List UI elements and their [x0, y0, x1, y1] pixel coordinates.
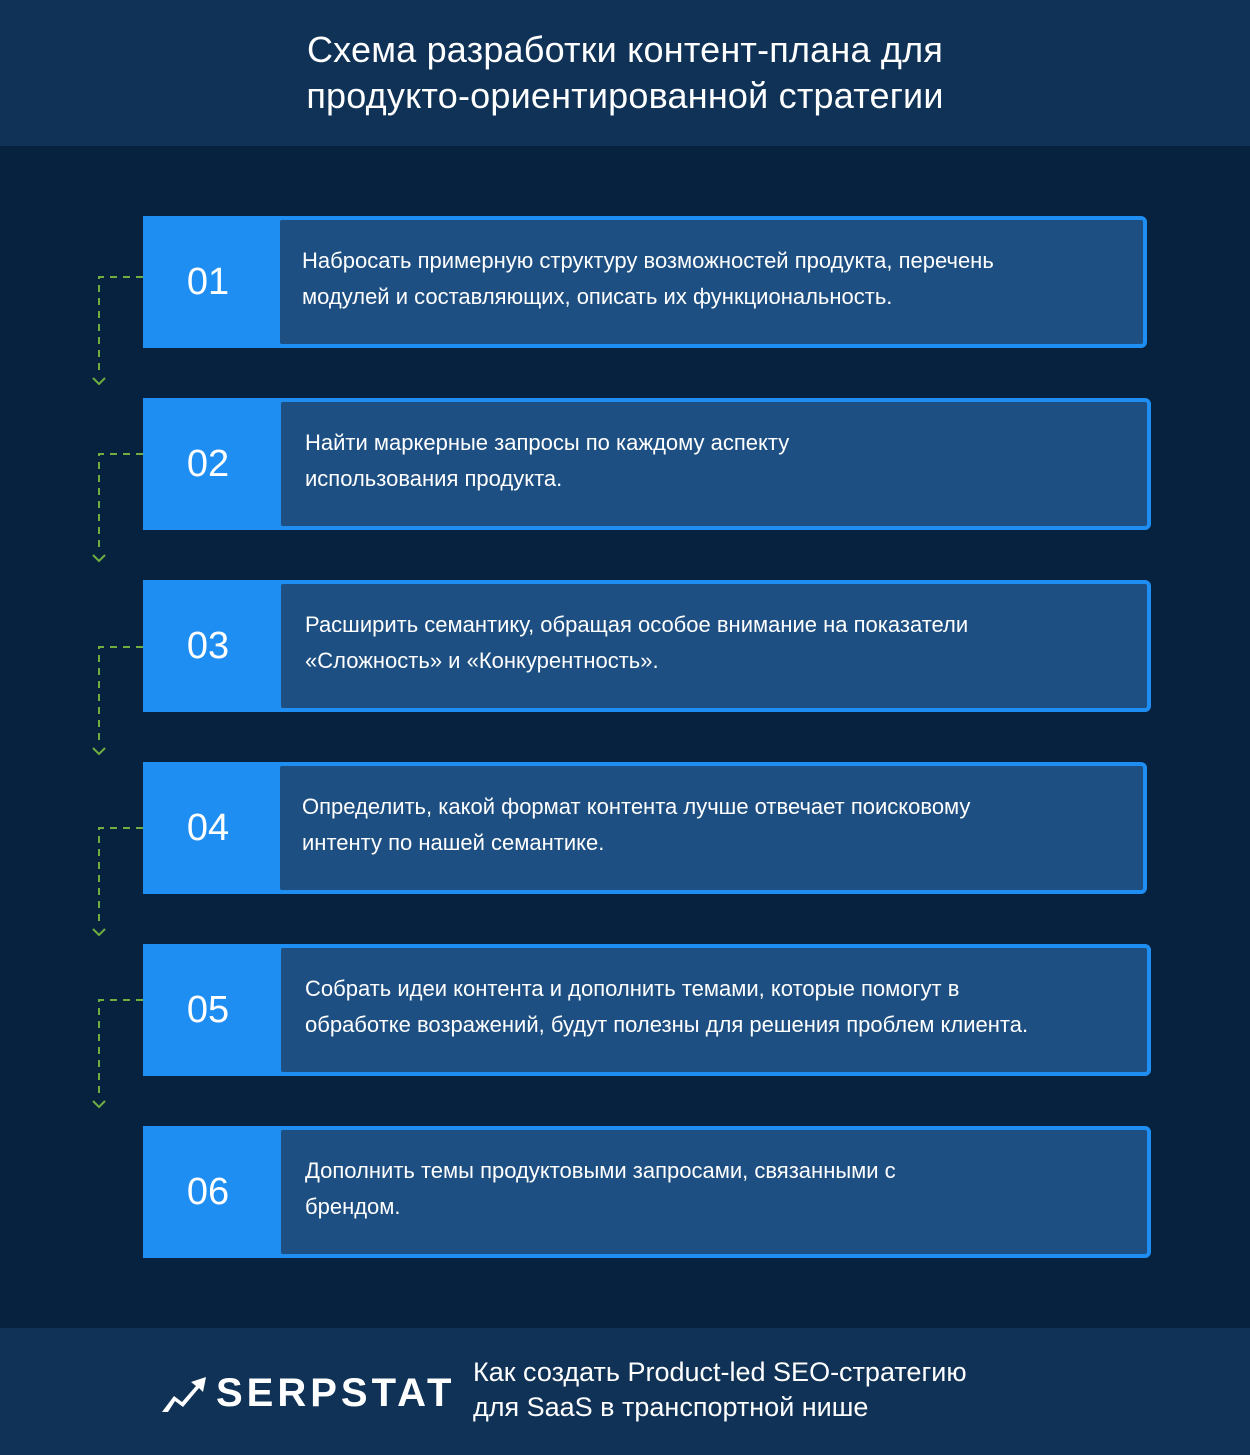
footer: SERPSTAT Как создать Product-led SEO-стр…: [0, 1328, 1250, 1455]
page-title-line2: продукто-ориентированной стратегии: [306, 75, 944, 116]
step-number: 04: [143, 762, 283, 894]
step-number: 05: [143, 944, 283, 1076]
footer-caption-line1: Как создать Product-led SEO-стратегию: [473, 1357, 967, 1387]
step-text-line1: Найти маркерные запросы по каждому аспек…: [305, 430, 790, 455]
serpstat-logo: SERPSTAT: [162, 1371, 455, 1415]
connector-1-2: [98, 276, 143, 376]
step-number: 01: [143, 216, 283, 348]
step-card: Расширить семантику, обращая особое вним…: [277, 580, 1151, 712]
header: Схема разработки контент-плана для проду…: [0, 0, 1250, 146]
step-text-line2: использования продукта.: [305, 466, 563, 491]
footer-caption: Как создать Product-led SEO-стратегию дл…: [473, 1355, 1113, 1425]
page-title-line1: Схема разработки контент-плана для: [306, 29, 944, 70]
step-text-line2: модулей и составляющих, описать их функц…: [302, 284, 893, 309]
connector-arrowhead-4: [92, 928, 106, 937]
step-text-line1: Определить, какой формат контента лучше …: [302, 794, 971, 819]
step-text-line2: брендом.: [305, 1194, 401, 1219]
step-text-line1: Расширить семантику, обращая особое вним…: [305, 612, 969, 637]
step-text-line2: «Сложность» и «Конкурентность».: [305, 648, 659, 673]
connector-4-5: [98, 827, 143, 927]
connector-arrowhead-3: [92, 747, 106, 756]
connector-arrowhead-5: [92, 1100, 106, 1109]
page-title: Схема разработки контент-плана для проду…: [175, 27, 1075, 119]
step-number: 03: [143, 580, 283, 712]
step-card: Дополнить темы продуктовыми запросами, с…: [277, 1126, 1151, 1258]
connector-5-6: [98, 999, 143, 1099]
step-number: 06: [143, 1126, 283, 1258]
step-card: Собрать идеи контента и дополнить темами…: [277, 944, 1151, 1076]
logo-text: SERPSTAT: [216, 1370, 456, 1415]
step-text-line1: Собрать идеи контента и дополнить темами…: [305, 976, 960, 1001]
step-text-line1: Набросать примерную структуру возможност…: [302, 248, 994, 273]
step-card: Найти маркерные запросы по каждому аспек…: [277, 398, 1151, 530]
footer-caption-line2: для SaaS в транспортной нише: [473, 1392, 869, 1422]
connector-2-3: [98, 453, 143, 553]
step-text-line2: интенту по нашей семантике.: [302, 830, 605, 855]
serpstat-arrow-logo-icon: [162, 1377, 206, 1412]
connector-arrowhead-2: [92, 554, 106, 563]
step-card: Набросать примерную структуру возможност…: [276, 216, 1147, 348]
connector-3-4: [98, 646, 143, 746]
step-number: 02: [143, 398, 283, 530]
step-text-line1: Дополнить темы продуктовыми запросами, с…: [305, 1158, 896, 1183]
step-card: Определить, какой формат контента лучше …: [276, 762, 1147, 894]
step-text-line2: обработке возражений, будут полезны для …: [305, 1012, 1029, 1037]
connector-arrowhead-1: [92, 377, 106, 386]
